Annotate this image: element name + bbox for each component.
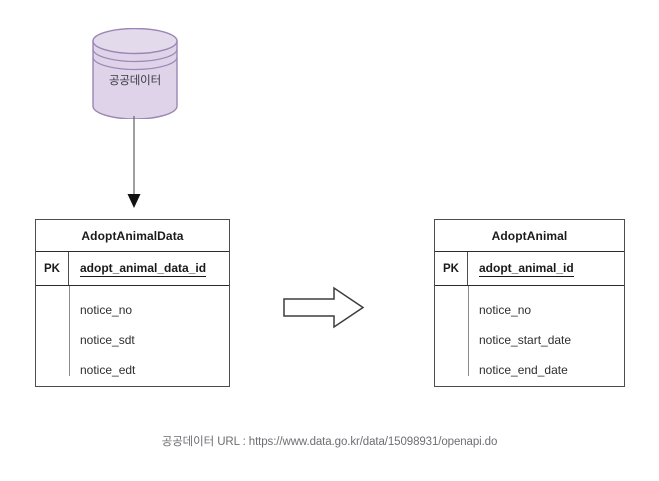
- attribute-row: notice_end_date: [479, 363, 568, 377]
- attribute-list: notice_no notice_sdt notice_edt: [69, 286, 229, 386]
- entity-title: AdoptAnimalData: [36, 220, 229, 252]
- column-divider: [69, 286, 70, 376]
- pk-badge: PK: [435, 252, 468, 285]
- download-arrow: [118, 116, 150, 212]
- entity-attributes-body: notice_no notice_sdt notice_edt: [36, 286, 229, 386]
- attribute-row: notice_no: [479, 303, 532, 317]
- attribute-row: notice_edt: [80, 363, 136, 377]
- entity-adopt-animal: AdoptAnimal PK adopt_animal_id notice_no…: [434, 219, 625, 387]
- entity-pk-row: PK adopt_animal_data_id: [36, 252, 229, 286]
- cylinder-shape: [92, 28, 178, 119]
- source-url-caption: 공공데이터 URL : https://www.data.go.kr/data/…: [161, 436, 498, 448]
- entity-pk-row: PK adopt_animal_id: [435, 252, 624, 286]
- transform-arrow-shape: [283, 286, 365, 329]
- entity-attributes-body: notice_no notice_start_date notice_end_d…: [435, 286, 624, 386]
- column-divider: [468, 286, 469, 376]
- transform-arrow: [282, 286, 366, 330]
- entity-adopt-animal-data: AdoptAnimalData PK adopt_animal_data_id …: [35, 219, 230, 387]
- pk-badge: PK: [36, 252, 69, 285]
- attribute-row: notice_sdt: [80, 333, 135, 347]
- attribute-list: notice_no notice_start_date notice_end_d…: [468, 286, 624, 386]
- download-arrow-shape: [127, 116, 141, 208]
- public-data-cylinder: 공공데이터: [92, 28, 178, 119]
- entity-title: AdoptAnimal: [435, 220, 624, 252]
- attribute-row: notice_no: [80, 303, 133, 317]
- pk-field-name: adopt_animal_data_id: [80, 260, 207, 277]
- pk-field-name: adopt_animal_id: [479, 260, 574, 277]
- attribute-row: notice_start_date: [479, 333, 572, 347]
